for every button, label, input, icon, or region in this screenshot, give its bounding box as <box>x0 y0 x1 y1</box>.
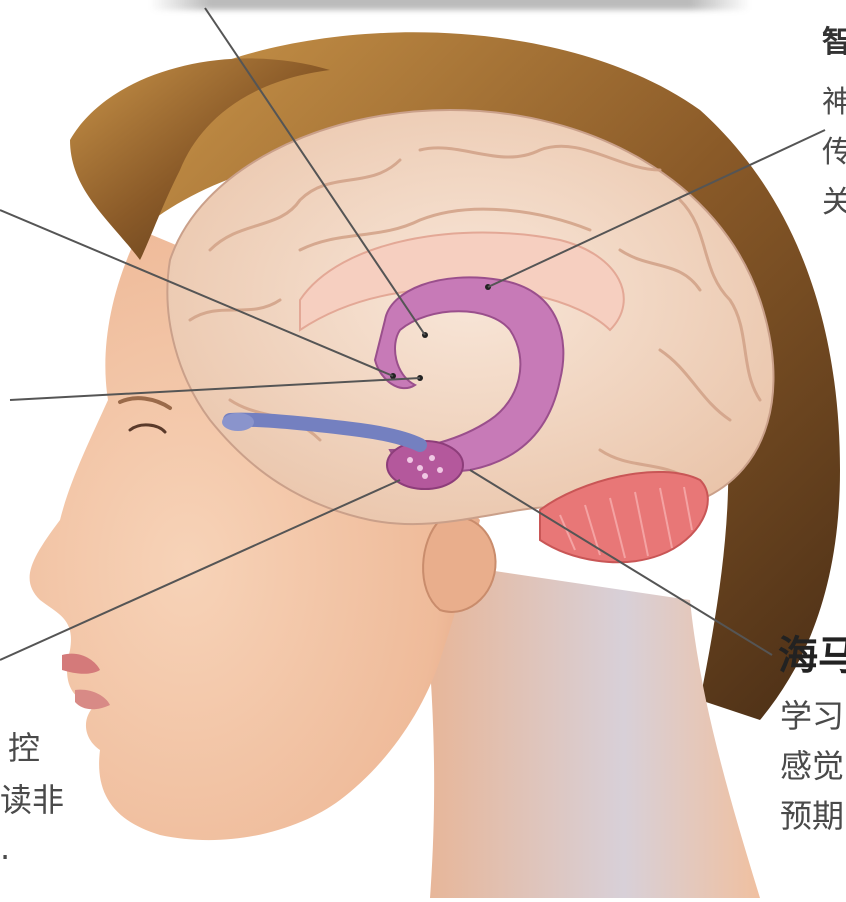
label-right-top-1: 智 <box>822 28 846 58</box>
label-hippocampus-line-3: 预期 <box>780 800 844 832</box>
label-right-top-4: 关 <box>822 188 846 218</box>
label-left-bottom-1: 控 <box>8 732 40 764</box>
olfactory-bulb <box>222 413 254 431</box>
neck <box>420 560 760 898</box>
label-right-top-2: 神 <box>822 88 846 118</box>
label-left-bottom-3: . <box>0 832 10 864</box>
label-right-top-3: 传 <box>822 138 846 168</box>
label-left-bottom-2: 读非 <box>0 784 64 816</box>
label-hippocampus-line-1: 学习 <box>780 700 844 732</box>
top-caption-blur <box>150 0 750 10</box>
label-hippocampus-title: 海马 <box>778 636 846 676</box>
label-hippocampus-line-2: 感觉 <box>780 750 844 782</box>
